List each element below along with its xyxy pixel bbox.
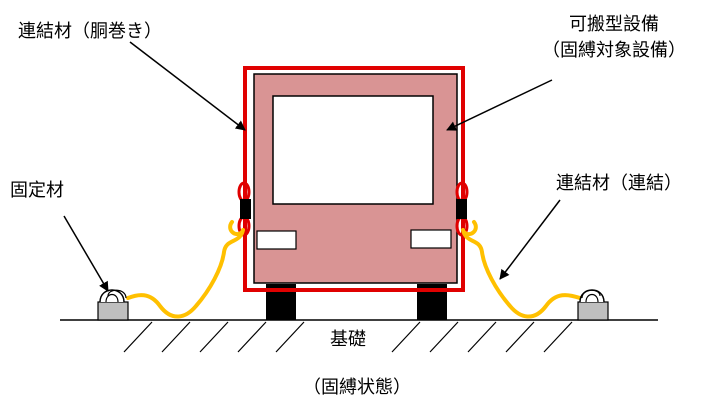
arrow-chain: [499, 199, 561, 280]
vehicle-window: [272, 95, 434, 205]
label-foundation: 基礎: [330, 329, 366, 350]
buckle-left: [240, 199, 251, 219]
label-anchor: 固定材: [10, 180, 64, 201]
chain-left: [126, 220, 245, 319]
label-caption: （固縛状態）: [303, 377, 411, 398]
foundation-ground: [60, 319, 658, 353]
label-belt: 連結材（胴巻き）: [18, 21, 162, 42]
buckle-right: [456, 199, 467, 219]
label-equipment-line1: 可搬型設備: [569, 14, 659, 35]
arrow-belt: [129, 41, 246, 131]
foundation-hatching: [123, 321, 573, 353]
label-equipment-line2: （固縛対象設備）: [542, 40, 686, 61]
chain-right: [461, 220, 582, 319]
label-chain: 連結材（連結）: [556, 173, 682, 194]
vehicle-light-right: [410, 229, 452, 249]
arrow-anchor: [63, 215, 109, 292]
arrow-equipment: [446, 79, 553, 131]
anchor-right: [577, 289, 609, 321]
belt-wrap: [243, 66, 465, 292]
vehicle-light-left: [256, 230, 297, 250]
anchor-left: [97, 289, 129, 321]
